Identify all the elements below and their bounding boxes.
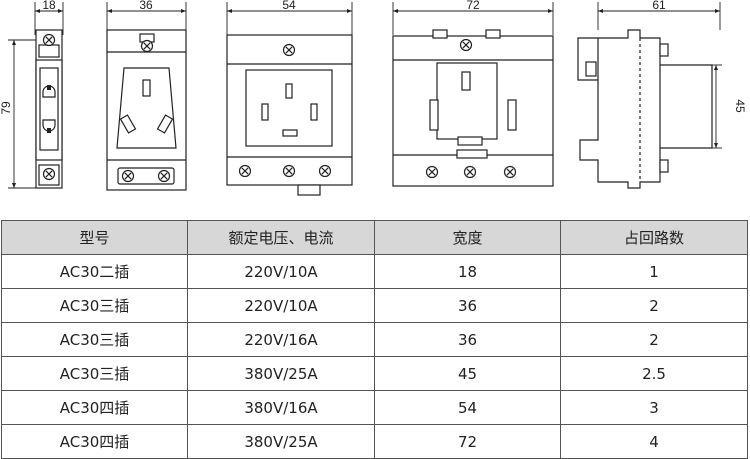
cell-width: 72 — [374, 424, 561, 459]
header-rating: 额定电压、电流 — [187, 220, 375, 255]
two-pin-socket-front — [35, 29, 63, 189]
header-width: 宽度 — [374, 220, 561, 255]
dim-label-36: 36 — [139, 0, 153, 12]
cell-width: 36 — [374, 288, 561, 323]
dim-label-45: 45 — [733, 99, 747, 113]
socket-side-view — [577, 29, 713, 189]
table-row: AC30三插 220V/16A 36 2 — [1, 322, 748, 357]
cell-circuits: 1 — [560, 254, 748, 289]
dim-label-54: 54 — [282, 0, 296, 12]
cell-circuits: 4 — [560, 424, 748, 459]
cell-width: 54 — [374, 390, 561, 425]
table-row: AC30二插 220V/10A 18 1 — [1, 254, 748, 289]
three-pin-large-socket-front — [226, 34, 353, 196]
table-row: AC30三插 380V/25A 45 2.5 — [1, 356, 748, 391]
header-circuits: 占回路数 — [560, 220, 748, 255]
cell-width: 18 — [374, 254, 561, 289]
cell-rating: 220V/10A — [187, 288, 375, 323]
cell-circuits: 2.5 — [560, 356, 748, 391]
cell-model: AC30二插 — [1, 254, 188, 289]
cell-circuits: 2 — [560, 288, 748, 323]
cell-rating: 380V/16A — [187, 390, 375, 425]
cell-model: AC30三插 — [1, 322, 188, 357]
cell-rating: 220V/10A — [187, 254, 375, 289]
table-row: AC30三插 220V/10A 36 2 — [1, 288, 748, 323]
cell-model: AC30三插 — [1, 356, 188, 391]
cell-model: AC30三插 — [1, 288, 188, 323]
dim-label-79: 79 — [0, 101, 13, 115]
cell-rating: 380V/25A — [187, 356, 375, 391]
table-row: AC30四插 380V/16A 54 3 — [1, 390, 748, 425]
table-row: AC30四插 380V/25A 72 4 — [1, 424, 748, 459]
cell-width: 36 — [374, 322, 561, 357]
dim-label-61: 61 — [652, 0, 666, 12]
dim-label-18: 18 — [42, 0, 56, 12]
cell-model: AC30四插 — [1, 424, 188, 459]
header-model: 型号 — [1, 220, 188, 255]
three-pin-socket-front — [106, 29, 187, 191]
dim-label-72: 72 — [466, 0, 480, 12]
four-pin-socket-front — [392, 29, 554, 187]
cell-circuits: 2 — [560, 322, 748, 357]
cell-width: 45 — [374, 356, 561, 391]
table-header-row: 型号 额定电压、电流 宽度 占回路数 — [1, 220, 748, 255]
spec-table: 型号 额定电压、电流 宽度 占回路数 AC30二插 220V/10A 18 1 … — [1, 220, 748, 459]
cell-model: AC30四插 — [1, 390, 188, 425]
cell-rating: 220V/16A — [187, 322, 375, 357]
cell-rating: 380V/25A — [187, 424, 375, 459]
cell-circuits: 3 — [560, 390, 748, 425]
socket-drawings: 18 36 54 72 61 79 45 — [0, 0, 747, 196]
